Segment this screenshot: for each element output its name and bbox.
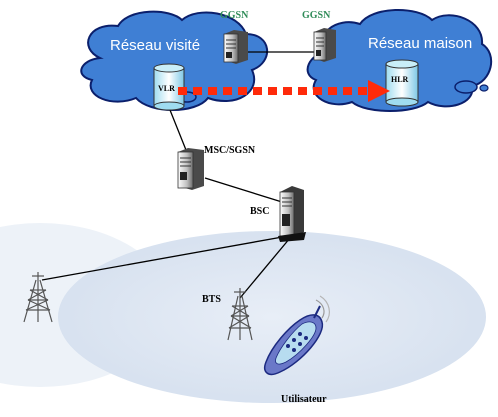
bts-label: BTS [202,294,221,305]
bsc-label: BSC [250,206,269,217]
link-msc-bsc [204,177,283,203]
msc-sgsn-label: MSC/SGSN [204,145,256,156]
hlr-label: HLR [391,75,409,84]
user-label: Utilisateur [281,394,327,405]
bsc-server-icon [278,186,306,242]
ggsn-right-label: GGSN [302,10,331,21]
msc-sgsn-server-icon [177,148,204,190]
left-bts-tower-icon [23,272,53,323]
link-bsc-left-bts [41,235,289,281]
link-bsc-bts [239,237,291,299]
visited-network-label: Réseau visité [110,37,200,54]
ggsn-left-server-icon [223,30,248,64]
home-cloud-bubble-large [454,80,478,94]
hlr-database-icon [385,59,419,107]
mobile-phone-icon [264,295,330,376]
ggsn-right-server-icon [313,28,336,62]
vlr-to-hlr-arrow [178,80,390,102]
main-cell-area [58,231,486,403]
ggsn-left-label: GGSN [220,10,249,21]
home-network-label: Réseau maison [368,35,472,52]
vlr-label: VLR [158,84,175,93]
home-cloud-bubble-small [479,84,489,92]
link-vlr-msc [169,109,187,151]
visited-network-cloud [80,10,269,111]
bts-tower-icon [227,288,253,341]
